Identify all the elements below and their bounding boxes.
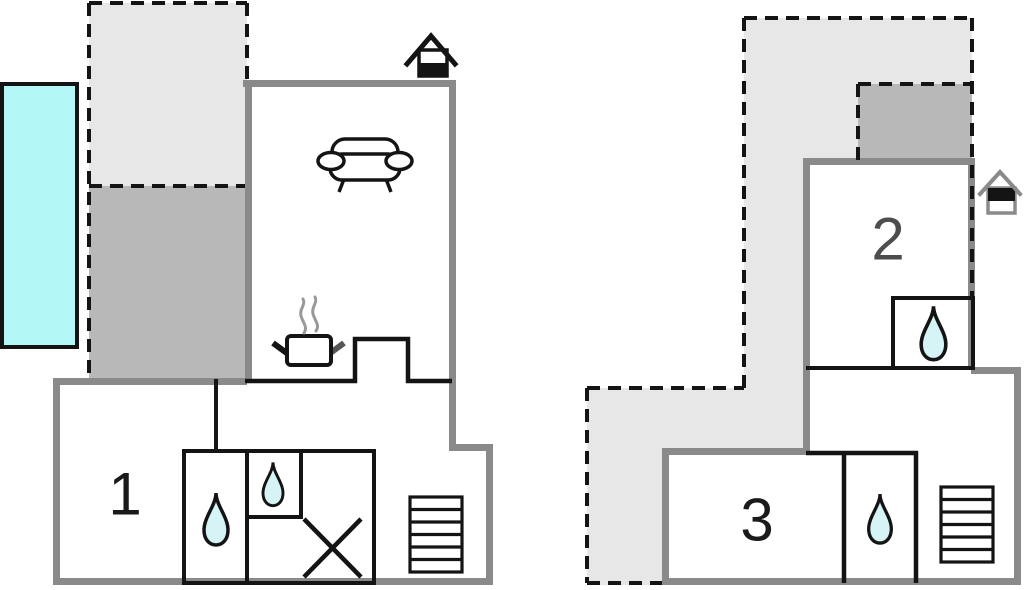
floor-plan-left: 1 <box>0 1 493 585</box>
pot <box>285 334 333 367</box>
terrace-dark-area <box>858 84 972 160</box>
room-2-area <box>803 158 975 370</box>
kitchen-wall-with-opening <box>245 336 452 384</box>
interior-walls-right <box>806 296 975 583</box>
pool <box>0 82 79 349</box>
exterior-walls-right <box>662 158 1021 585</box>
stove-pot-icon <box>271 295 346 367</box>
living-room-area <box>245 80 456 383</box>
stairs-icon <box>408 495 464 574</box>
room-1-label: 1 <box>108 461 141 528</box>
room-3-area <box>662 448 810 585</box>
room2-bathroom-box <box>891 296 975 370</box>
steam-icon <box>299 297 307 335</box>
stairs-icon <box>939 485 995 564</box>
roof <box>403 32 459 68</box>
terrace-dashed-border-left <box>87 1 249 378</box>
sofa-icon <box>316 137 414 193</box>
terrace-lower-area <box>89 186 245 378</box>
entrance-house-icon <box>403 32 459 78</box>
terrace-upper-area <box>89 3 247 186</box>
roof <box>977 169 1023 197</box>
shower-x-icon <box>302 517 363 579</box>
interior-walls-left <box>182 336 452 585</box>
terrace-dashed-border-right <box>585 16 974 585</box>
steam-icon <box>311 295 319 333</box>
bathroom-block <box>182 449 376 585</box>
room-2-label: 2 <box>871 206 904 273</box>
entrance-house-icon <box>977 169 1023 215</box>
floor-plan-right: 2 3 <box>585 16 1023 585</box>
room-3-label: 3 <box>740 487 773 554</box>
